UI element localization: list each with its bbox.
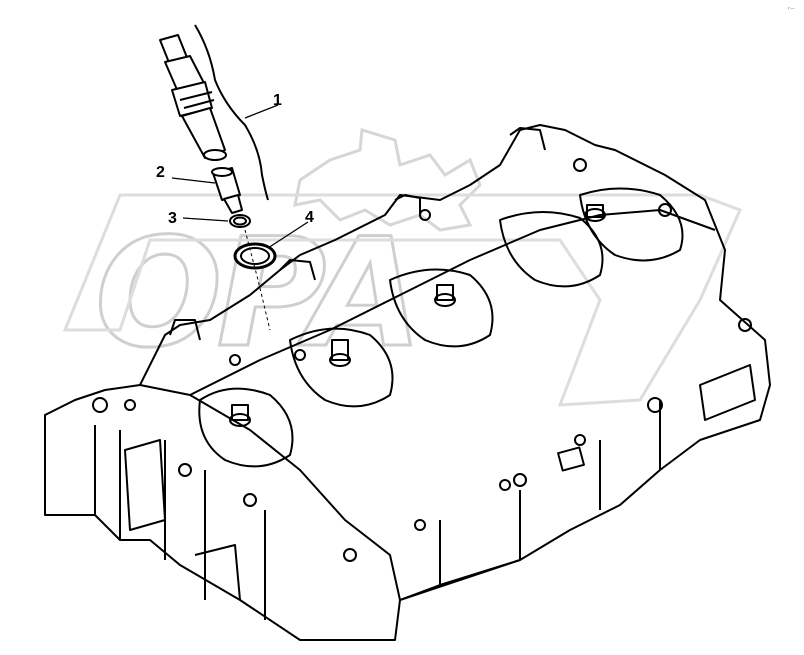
leader-lines — [171, 104, 309, 249]
injector-assembly — [159, 24, 277, 331]
part-1-injector-holder — [159, 34, 227, 161]
watermark-text: OPA — [95, 207, 417, 381]
watermark: OPA — [62, 128, 743, 407]
part-2-injector-nozzle — [211, 167, 243, 214]
callout-3: 3 — [168, 210, 177, 227]
cylinder-head — [44, 124, 771, 641]
watermark-gear — [293, 128, 482, 232]
corner-mark: r— — [788, 6, 795, 12]
callout-4: 4 — [305, 209, 314, 226]
fuel-line — [194, 24, 269, 201]
callout-2: 2 — [156, 164, 165, 181]
watermark-swoosh — [62, 193, 743, 407]
callout-1: 1 — [273, 92, 282, 109]
assembly-centerline — [244, 229, 271, 331]
